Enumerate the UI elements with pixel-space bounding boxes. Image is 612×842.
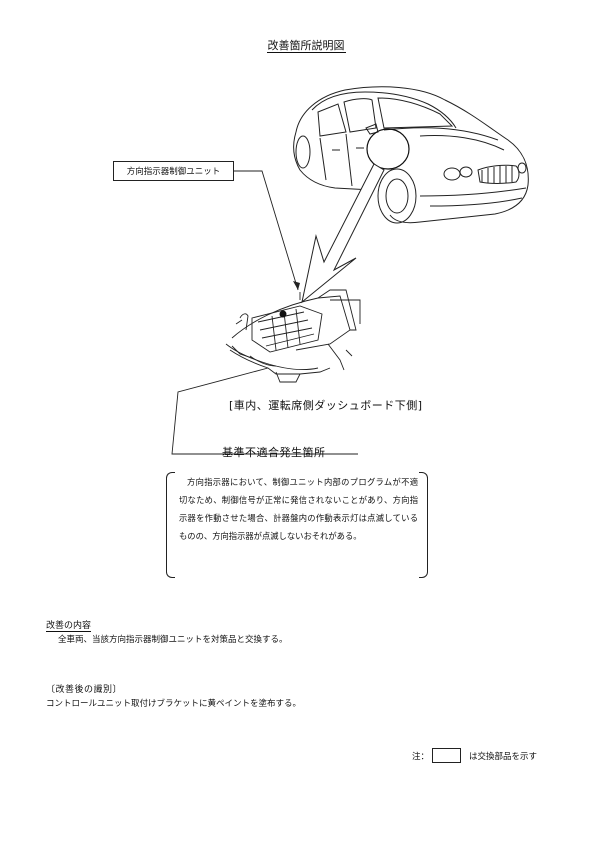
issue-leader-line (171, 367, 358, 455)
note-prefix: 注： (412, 751, 430, 762)
issue-description-text: 方向指示器において、制御ユニット内部のプログラムが不適切なため、制御信号が正常に… (179, 477, 418, 541)
control-unit-marker (279, 310, 287, 318)
issue-bracket-left (166, 472, 175, 578)
remedy-heading: 改善の内容 (46, 621, 92, 632)
callout-label-control-unit: 方向指示器制御ユニット (113, 161, 234, 181)
page-title: 改善箇所説明図 (266, 39, 346, 53)
zoom-arrow (301, 163, 385, 304)
remedy-text: 全車両、当該方向指示器制御ユニットを対策品と交換する。 (58, 635, 288, 645)
car-illustration (293, 86, 529, 224)
note-legend-box (432, 748, 462, 763)
issue-heading: 基準不適合発生箇所 (222, 446, 326, 459)
identification-heading: 〔改善後の識別〕 (46, 685, 123, 695)
issue-bracket-right (419, 472, 428, 578)
identification-text: コントロールユニット取付けブラケットに黄ペイントを塗布する。 (46, 699, 302, 709)
control-unit-illustration (225, 289, 361, 383)
highlight-circle (366, 128, 410, 170)
callout-leader-line (234, 170, 299, 291)
issue-description: 方向指示器において、制御ユニット内部のプログラムが不適切なため、制御信号が正常に… (171, 473, 426, 575)
replacement-note: 注： は交換部品を示す (412, 748, 537, 763)
location-label: [車内、運転席側ダッシュボード下側] (229, 399, 423, 412)
note-suffix: は交換部品を示す (469, 751, 538, 762)
